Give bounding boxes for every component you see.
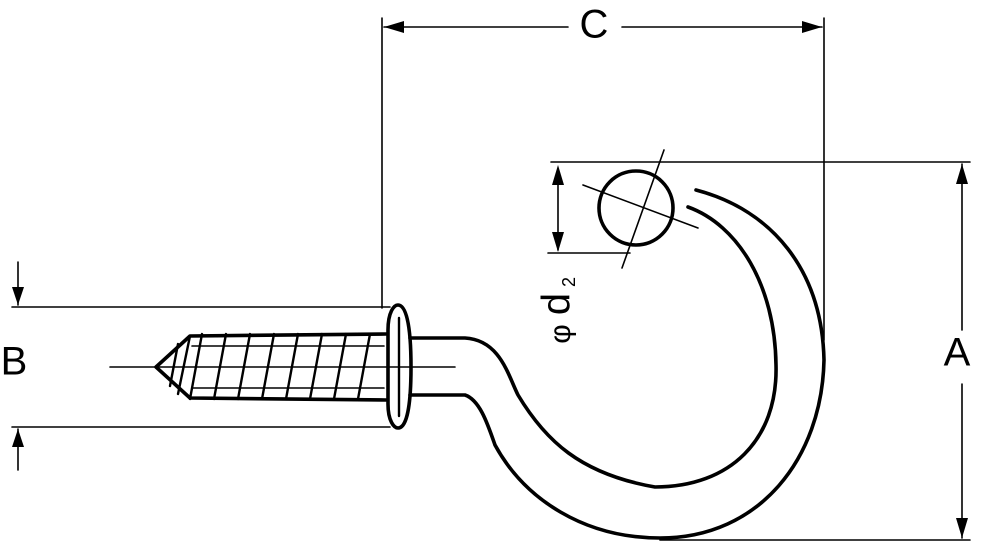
thread-tip-line [176,334,192,396]
tip-centerline-b [621,149,665,269]
arrowhead-b-bottom [12,429,24,447]
hook-inner-contour [408,188,826,540]
dimension-label-c: C [580,3,609,47]
d-subscript: 2 [559,277,579,287]
dimension-label-a: A [944,331,971,375]
dimension-c: C [381,3,825,341]
arrowhead-c-right [802,21,822,33]
arrowhead-a-bottom [956,518,968,538]
hook-tip-circle [597,169,675,247]
thread-tip-line [168,342,180,388]
dimension-label-d2: φ d 2 [535,277,579,344]
tip-centerline-a [582,184,699,229]
screw-thread [109,332,456,402]
d-symbol: d [535,293,579,315]
arrowhead-d2-top [552,165,564,185]
arrowhead-b-top [12,287,24,305]
dimension-b: B [1,261,391,471]
arrowhead-a-top [956,164,968,184]
hook-body [408,149,826,540]
hook-outer-contour [408,205,778,489]
dimension-label-b: B [1,340,28,384]
dimension-d2: φ d 2 [535,165,631,344]
arrowhead-c-left [384,21,404,33]
dimension-a: A [550,161,971,541]
phi-symbol: φ [544,324,577,343]
arrowhead-d2-bottom [552,232,564,252]
